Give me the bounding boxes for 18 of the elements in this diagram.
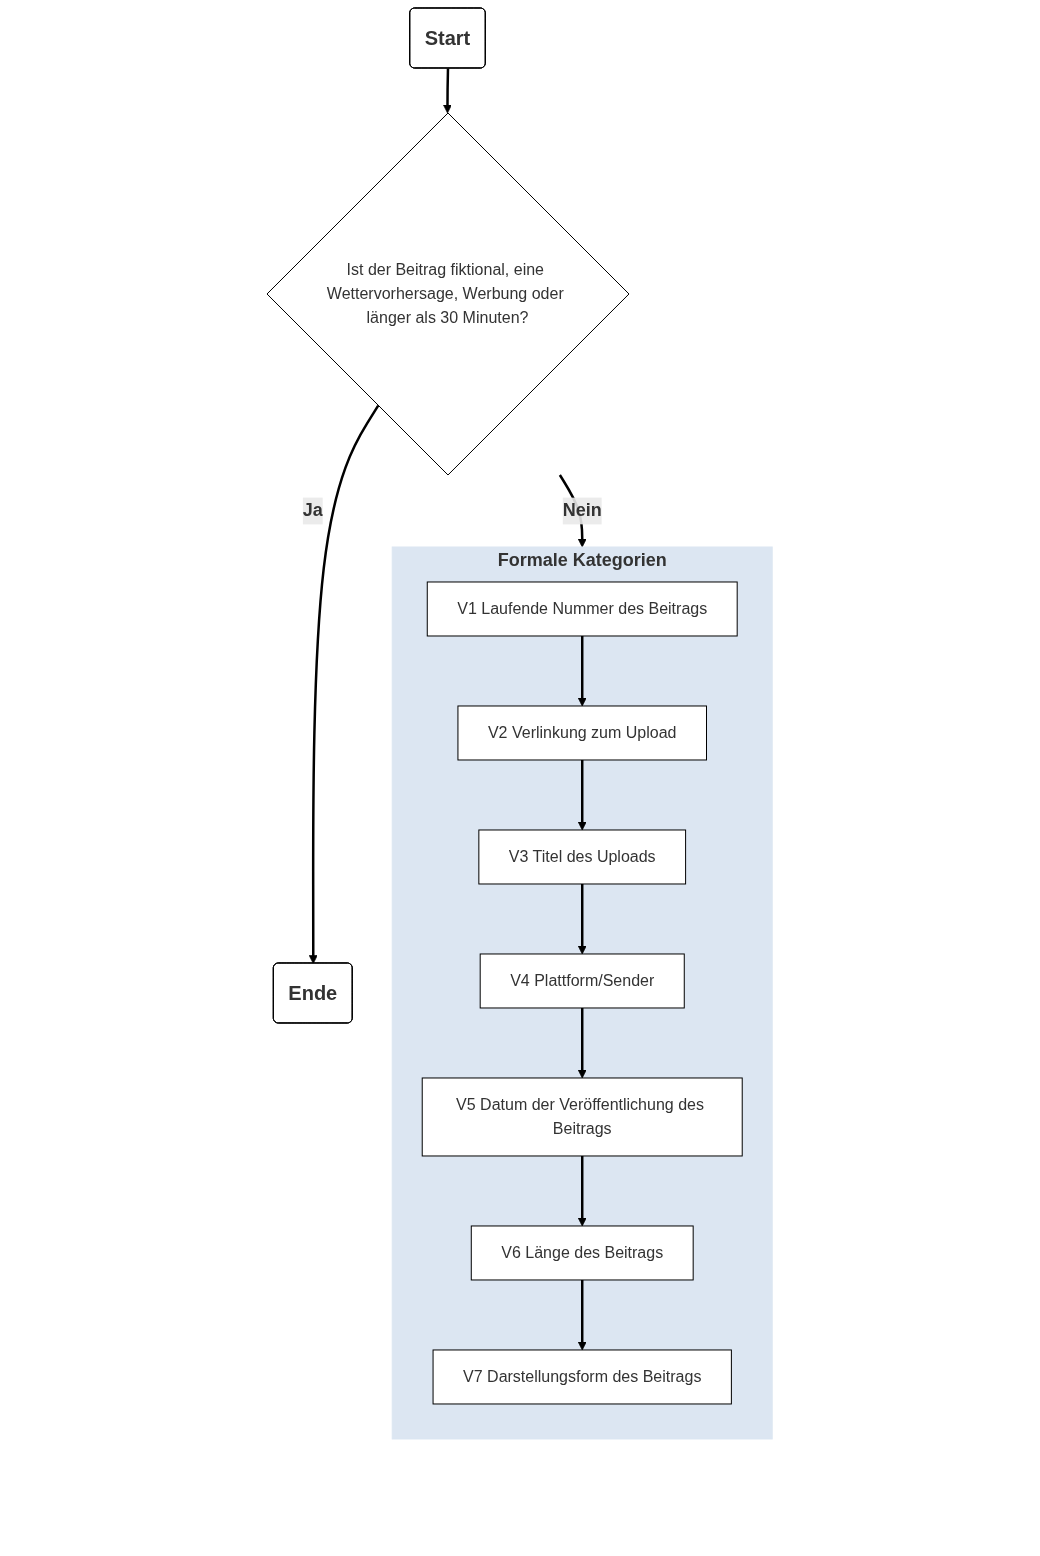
node-box: V5 Datum der Veröffentlichung des Beitrags [422, 1077, 744, 1157]
node-box: V1 Laufende Nummer des Beitrags [427, 581, 739, 637]
arrow [578, 760, 587, 831]
node-box: V3 Titel des Uploads [478, 829, 687, 885]
arrow [578, 1156, 587, 1227]
arrow [309, 405, 380, 964]
node-box: V2 Verlinkung zum Upload [457, 705, 708, 761]
edge-label: Nein [563, 500, 603, 521]
arrow [443, 68, 453, 114]
arrow [578, 1008, 587, 1079]
node-box: V4 Plattform/Sender [480, 953, 686, 1009]
node-box: V7 Darstellungsform des Beitrags [432, 1349, 733, 1405]
node-box: V6 Länge des Beitrags [471, 1225, 695, 1281]
node-diamond: Ist der Beitrag fiktional, eine Wettervorhersage, Werbung oder länger als 30 Minuten? [266, 112, 630, 476]
edge-label: Ja [303, 500, 324, 521]
arrow [578, 636, 587, 707]
arrow [578, 884, 587, 955]
arrow [578, 1279, 587, 1351]
